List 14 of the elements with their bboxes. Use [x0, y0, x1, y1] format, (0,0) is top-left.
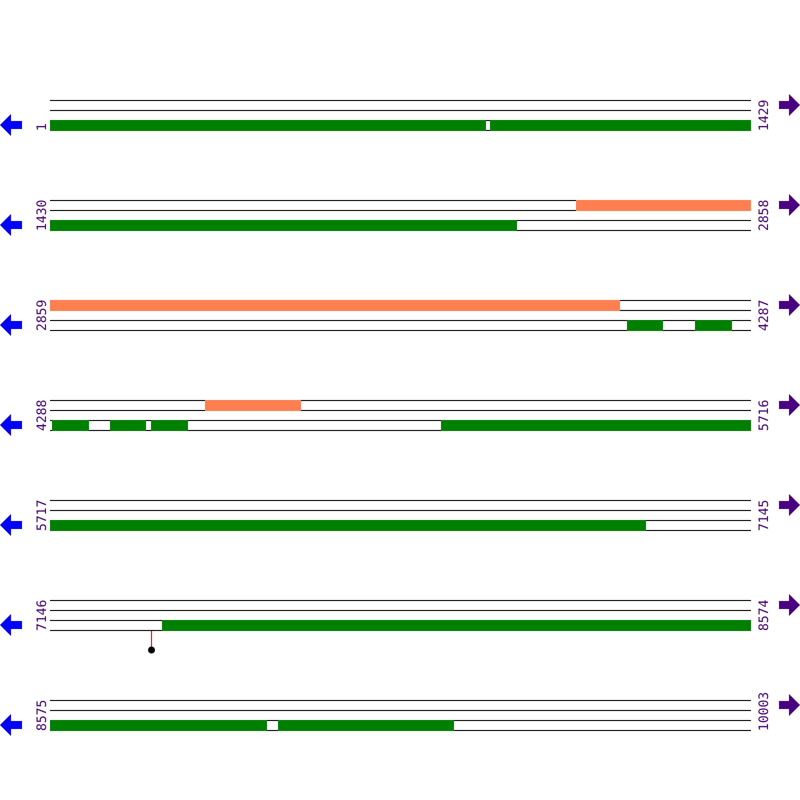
position-label: 5717 — [36, 500, 49, 531]
position-label: 8574 — [758, 600, 771, 631]
position-label: 1 — [36, 123, 49, 131]
position-label: 7146 — [36, 600, 49, 631]
position-label: 8575 — [36, 700, 49, 731]
position-label: 10003 — [758, 692, 771, 731]
position-label: 4287 — [758, 300, 771, 331]
position-label: 1430 — [36, 200, 49, 231]
position-label: 7145 — [758, 500, 771, 531]
position-label: 5716 — [758, 400, 771, 431]
position-label: 2858 — [758, 200, 771, 231]
position-label: 2859 — [36, 300, 49, 331]
position-label: 4288 — [36, 400, 49, 431]
position-label: 1429 — [758, 100, 771, 131]
